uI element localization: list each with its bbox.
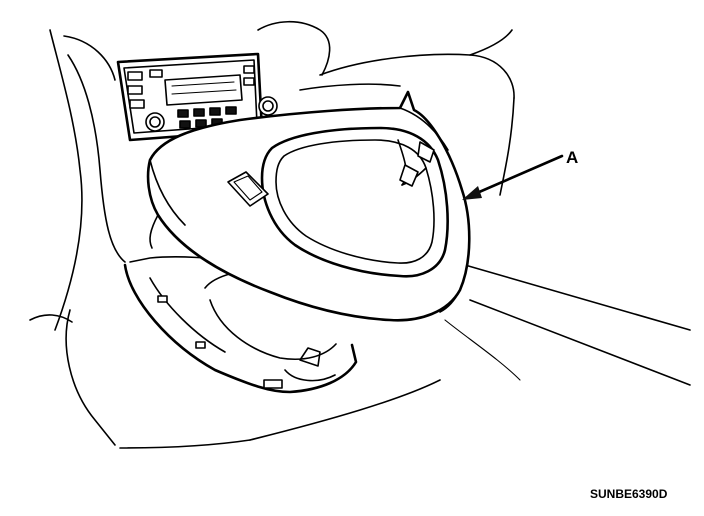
callout-leader-arrow — [462, 154, 564, 200]
callout-label-a: A — [566, 148, 578, 167]
console-bezel-part-a — [146, 90, 471, 322]
figure-code: SUNBE6390D — [590, 487, 668, 501]
dashboard-outline — [29, 20, 691, 449]
